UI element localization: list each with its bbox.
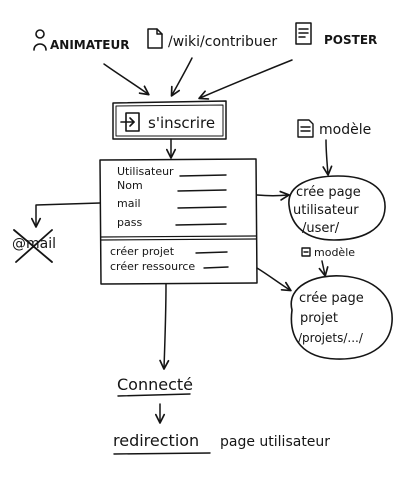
register-box: s'inscrire	[112, 100, 227, 140]
input-line-pass	[175, 223, 227, 226]
arrow-form-userpage	[256, 190, 290, 201]
project-template-label: modèle	[314, 246, 355, 259]
user-template-label: modèle	[319, 122, 371, 138]
form-action-create-project: créer projet	[110, 245, 175, 258]
form-box: Utilisateur Nom mail pass créer projet c…	[99, 158, 258, 285]
form-field-nom: Nom	[117, 179, 143, 192]
project-page-line-3: /projets/.../	[298, 331, 364, 345]
template-icon	[301, 247, 311, 257]
arrow-form-connected	[159, 283, 170, 370]
project-page-line-2: projet	[300, 311, 338, 326]
redirect-word: redirection	[113, 431, 199, 450]
person-icon	[33, 29, 47, 51]
connected-label-group: Connecté	[117, 375, 193, 397]
arrow-poster-register	[198, 59, 293, 100]
arrow-template-projectpage	[318, 260, 329, 277]
mail-blocked: @mail	[12, 229, 56, 263]
user-template-note: modèle	[297, 119, 371, 138]
arrow-animateur-register	[103, 63, 150, 96]
register-label: s'inscrire	[148, 114, 215, 132]
cross-icon	[13, 229, 53, 263]
arrow-form-projectpage	[256, 267, 292, 292]
project-page-line-1: crée page	[299, 291, 364, 306]
connected-underline	[117, 393, 191, 397]
source-animateur-label: ANIMATEUR	[50, 38, 129, 52]
user-page-line-2: utilisateur	[293, 203, 359, 218]
redirect-underline	[113, 452, 211, 455]
connected-label: Connecté	[117, 375, 193, 394]
project-page-node: crée page projet /projets/.../	[290, 275, 393, 360]
action-line-project	[195, 251, 228, 254]
project-template-note: modèle	[301, 246, 355, 259]
form-field-pass: pass	[117, 216, 142, 229]
user-page-node: crée page utilisateur /user/	[288, 175, 386, 241]
arrow-wiki-register	[170, 57, 193, 97]
mail-blocked-label: @mail	[12, 236, 56, 252]
arrow-form-mail	[30, 202, 101, 228]
form-action-create-resource: créer ressource	[110, 260, 195, 273]
redirect-target: page utilisateur	[220, 434, 330, 450]
source-wiki-label: /wiki/contribuer	[168, 34, 277, 50]
login-icon	[120, 112, 140, 132]
input-line-utilisateur	[179, 174, 227, 177]
action-line-resource	[203, 266, 229, 269]
input-line-nom	[177, 189, 227, 192]
form-field-utilisateur: Utilisateur	[117, 165, 174, 178]
source-animateur: ANIMATEUR	[33, 29, 129, 52]
page-icon	[147, 28, 163, 49]
source-poster: POSTER	[295, 22, 377, 47]
redirect-group: redirection page utilisateur	[113, 431, 330, 455]
arrow-template-userpage	[322, 139, 333, 176]
poster-icon	[295, 22, 312, 45]
input-line-mail	[177, 206, 227, 209]
source-poster-label: POSTER	[324, 33, 377, 47]
document-icon	[297, 119, 314, 138]
source-wiki: /wiki/contribuer	[147, 28, 277, 50]
form-field-mail: mail	[117, 197, 141, 210]
user-page-line-3: /user/	[302, 221, 340, 236]
user-page-line-1: crée page	[296, 185, 361, 200]
